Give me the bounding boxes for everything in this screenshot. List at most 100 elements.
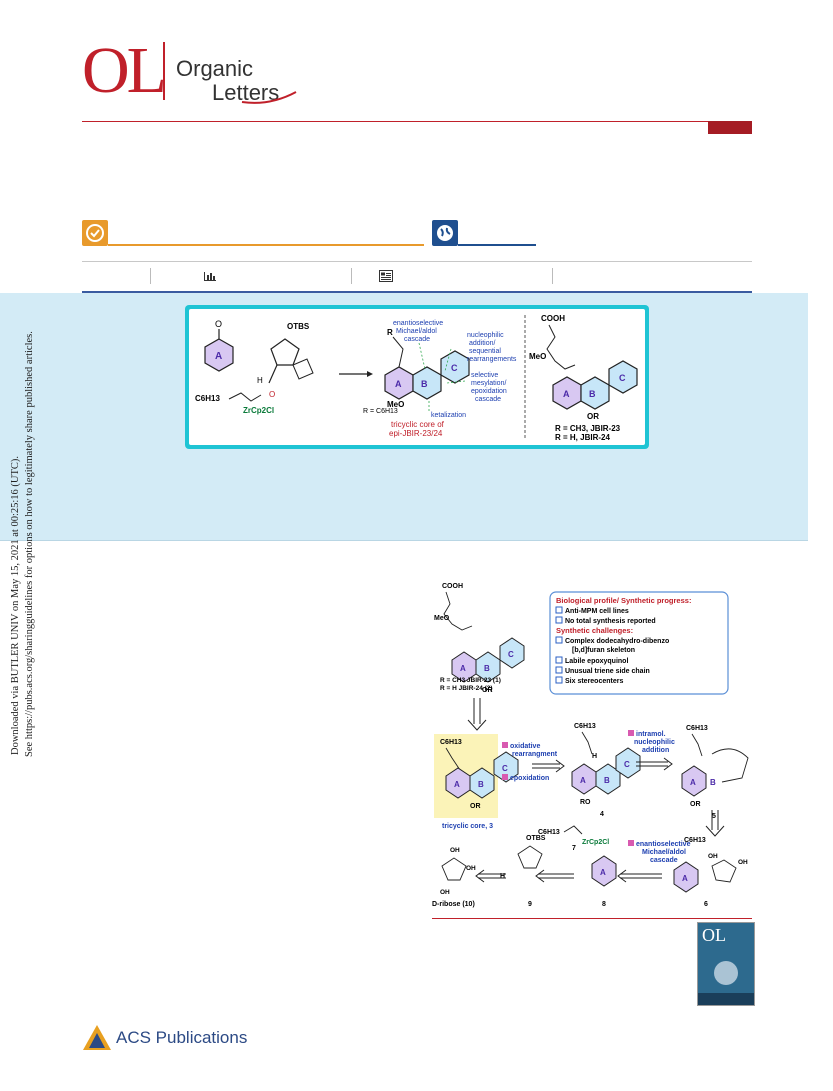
compound-6: C6H13 A OH OH 6 <box>673 837 748 908</box>
note-1: enantioselective <box>393 320 443 327</box>
challenge-2: Labile epoxyquinol <box>565 658 628 665</box>
journal-cover-thumbnail[interactable]: OL <box>697 922 755 1006</box>
step-bullet-icon <box>628 840 634 846</box>
c9-h: H <box>500 873 505 880</box>
metrics-top-rule <box>82 261 752 262</box>
bullet-icon <box>555 676 563 684</box>
bar-chart-icon[interactable] <box>203 270 217 282</box>
annotation-leaders <box>418 342 466 411</box>
label-compound-10: D-ribose (10) <box>432 901 475 908</box>
ring-a: A <box>395 379 402 389</box>
cover-art: OL <box>698 923 754 1005</box>
carbonyl-o: O <box>215 319 222 329</box>
step-1c: epoxidation <box>510 775 549 782</box>
c9-otbs: OTBS <box>526 835 546 842</box>
note-9: mesylation/ <box>471 380 506 387</box>
product-r2: R = H, JBIR-24 <box>555 433 610 442</box>
logo-divider <box>163 42 165 100</box>
c4-ro: RO <box>580 799 591 806</box>
product-ring-a: A <box>563 389 570 399</box>
c6-oh-2: OH <box>738 859 748 866</box>
cover-logo: OL <box>702 925 726 945</box>
acs-logo-icon[interactable] <box>82 1024 112 1052</box>
profile-item-1: Anti-MPM cell lines <box>565 608 629 615</box>
step-3c: cascade <box>650 857 678 864</box>
otbs-label: OTBS <box>287 322 310 331</box>
toc-annotations: enantioselective Michael/aldol cascade n… <box>393 320 517 419</box>
step-bullet-icon <box>628 730 634 736</box>
c3-ring-c: C <box>502 764 508 773</box>
step-2c: addition <box>642 747 669 754</box>
challenge-1b: [b,d]furan skeleton <box>572 647 635 654</box>
step-2b: nucleophilic <box>634 739 675 746</box>
c3-c6h13: C6H13 <box>440 739 462 746</box>
label-compound-3: tricyclic core, 3 <box>442 823 493 830</box>
global-access-rule <box>458 244 536 246</box>
open-access-rule <box>108 244 424 246</box>
compound-7: A 8 <box>591 855 617 908</box>
challenges-title: Synthetic challenges: <box>556 626 633 635</box>
logo-swoosh-icon <box>241 91 297 104</box>
ring-label: A <box>215 351 222 362</box>
compound-4: C6H13 A B C H RO 4 <box>571 723 641 818</box>
toc-graphic: O A C6H13 ZrCp2Cl OTBS H O A B C <box>189 309 645 445</box>
label-compound-8: 7 <box>572 845 576 852</box>
retro-arrow-icon <box>467 698 487 731</box>
note-10: epoxidation <box>471 388 507 395</box>
note-8: selective <box>471 372 498 379</box>
c5-ring-a: A <box>690 778 696 787</box>
c4-c6h13: C6H13 <box>574 723 596 730</box>
publisher-name[interactable]: ACS Publications <box>116 1028 248 1047</box>
c4-ring-a: A <box>580 776 586 785</box>
open-access-badge[interactable] <box>82 220 108 246</box>
ring-b: B <box>421 379 428 389</box>
check-circle-icon <box>86 224 104 242</box>
c4-ring-c: C <box>624 760 630 769</box>
product-or: OR <box>587 412 599 421</box>
label-compound-7: 8 <box>602 901 606 908</box>
note-7: rearrangements <box>467 356 517 363</box>
c4-h: H <box>592 753 597 760</box>
target-or: OR <box>482 687 493 694</box>
journal-name-line2: Letters <box>212 80 280 105</box>
compound-9: OTBS H 9 <box>500 835 546 908</box>
c4-ring-b: B <box>604 776 610 785</box>
download-notice-line1: Downloaded via BUTLER UNIV on May 15, 20… <box>10 456 21 755</box>
figure-rule <box>432 918 752 919</box>
profile-box-frame <box>549 591 729 695</box>
reagent-formula: C6H13 <box>195 394 220 403</box>
c3-ring-a: A <box>454 780 460 789</box>
global-access-badge[interactable] <box>432 220 458 246</box>
label-compound-5: 5 <box>712 813 716 820</box>
bullet-icon <box>555 636 563 644</box>
target-cooh: COOH <box>442 583 463 590</box>
compound-8: C6H13 ZrCp2Cl 7 <box>538 825 609 852</box>
target-ring-b: B <box>484 664 490 673</box>
retro-arrow-icon <box>636 757 673 771</box>
ring-c: C <box>451 363 458 373</box>
note-4: nucleophilic <box>467 332 504 339</box>
step-bullet-icon <box>502 774 508 780</box>
retro-arrow-icon <box>532 759 565 773</box>
step-arrow-1: oxidative rearrangment epoxidation <box>502 742 565 782</box>
c3-ring-b: B <box>478 780 484 789</box>
bullet-icon <box>555 656 563 664</box>
methoxy-label: MeO <box>387 400 404 409</box>
download-notice: Downloaded via BUTLER UNIV on May 15, 20… <box>10 331 35 757</box>
globe-icon <box>437 225 453 241</box>
metrics-separator <box>552 268 553 284</box>
label-compound-9: 9 <box>528 901 532 908</box>
aldehyde-o: O <box>269 390 275 399</box>
c6-c6h13: C6H13 <box>684 837 706 844</box>
arrow-head-icon <box>367 371 373 377</box>
retro-arrow-icon <box>705 810 725 837</box>
jbir-product-structure: COOH MeO A B C OR R = CH3, JBIR-23 R = H… <box>529 314 638 442</box>
note-6: sequential <box>469 348 501 355</box>
compound-5: C6H13 A B OR 5 <box>681 725 749 820</box>
c3-or: OR <box>470 803 481 810</box>
profile-box: Biological profile/ Synthetic progress: … <box>549 591 729 695</box>
profile-title: Biological profile/ Synthetic progress: <box>556 596 691 605</box>
article-icon[interactable] <box>379 270 393 282</box>
note-5: addition/ <box>469 340 496 347</box>
c7-ring-a: A <box>600 868 606 877</box>
